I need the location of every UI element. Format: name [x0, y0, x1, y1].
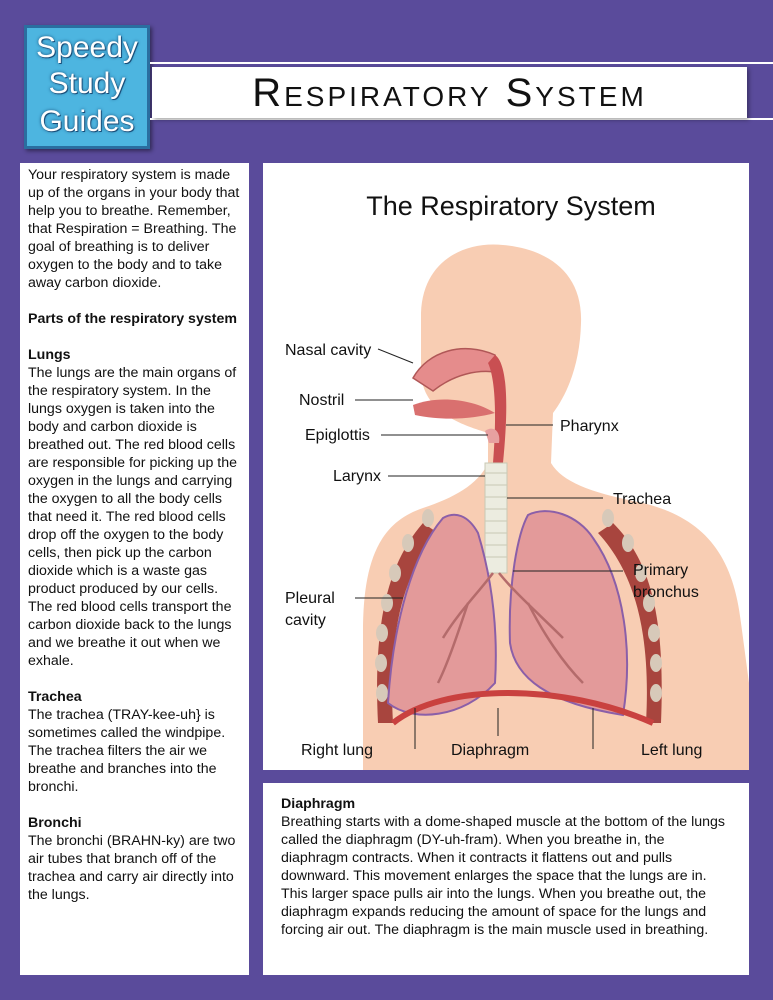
lungs-heading: Lungs — [28, 347, 71, 363]
diaphragm-heading: Diaphragm — [281, 796, 356, 812]
bronchi-heading: Bronchi — [28, 815, 82, 831]
leader-lines — [355, 348, 623, 749]
label-epiglottis: Epiglottis — [305, 427, 370, 444]
trachea-heading: Trachea — [28, 689, 82, 705]
label-left-lung: Left lung — [641, 742, 702, 759]
label-diaphragm: Diaphragm — [451, 742, 529, 759]
right-lung-shape — [386, 513, 497, 716]
title-bottom-rule — [150, 118, 773, 120]
label-nasal-cavity: Nasal cavity — [285, 342, 371, 359]
pharynx-shape — [488, 355, 507, 463]
logo-line-3: Guides — [39, 105, 135, 138]
rib-cage — [375, 509, 662, 723]
logo-line-2: Study — [48, 67, 126, 100]
label-pleural-cavity-line2: cavity — [285, 612, 326, 629]
figure-title: The Respiratory System — [366, 191, 656, 221]
left-lung-shape — [508, 510, 629, 717]
label-right-lung: Right lung — [301, 742, 373, 759]
lungs-paragraph: The lungs are the main organs of the res… — [28, 365, 237, 669]
respiratory-diagram: The Respiratory System — [285, 191, 749, 770]
page-title: Respiratory System — [252, 71, 647, 115]
bronchi-tree — [436, 572, 584, 684]
label-nostril: Nostril — [299, 392, 344, 409]
mouth-shape — [413, 399, 495, 419]
trachea-paragraph: The trachea (TRAY-kee-uh} is sometimes c… — [28, 707, 226, 795]
speedy-study-guides-logo: Speedy Study Guides — [24, 25, 150, 149]
logo-line-1: Speedy — [36, 31, 138, 64]
label-pleural-cavity-line1: Pleural — [285, 590, 335, 607]
bronchi-paragraph: The bronchi (BRAHN-ky) are two air tubes… — [28, 833, 236, 903]
diaphragm-paragraph: Breathing starts with a dome-shaped musc… — [281, 814, 725, 938]
label-trachea: Trachea — [613, 491, 671, 508]
trachea-shape — [484, 462, 508, 574]
intro-paragraph: Your respiratory system is made up of th… — [28, 167, 240, 291]
label-primary-bronchus-line2: bronchus — [633, 584, 699, 601]
epiglottis-shape — [485, 428, 500, 443]
label-larynx: Larynx — [333, 468, 381, 485]
diaphragm-text-panel: Diaphragm Breathing starts with a dome-s… — [263, 783, 749, 975]
label-primary-bronchus-line1: Primary — [633, 562, 688, 579]
parts-heading: Parts of the respiratory system — [28, 311, 237, 327]
label-pharynx: Pharynx — [560, 418, 619, 435]
left-text-panel: Your respiratory system is made up of th… — [20, 163, 249, 975]
figure-panel: The Respiratory System — [263, 163, 749, 770]
title-banner: Respiratory System — [152, 67, 747, 118]
title-top-rule — [150, 62, 773, 64]
